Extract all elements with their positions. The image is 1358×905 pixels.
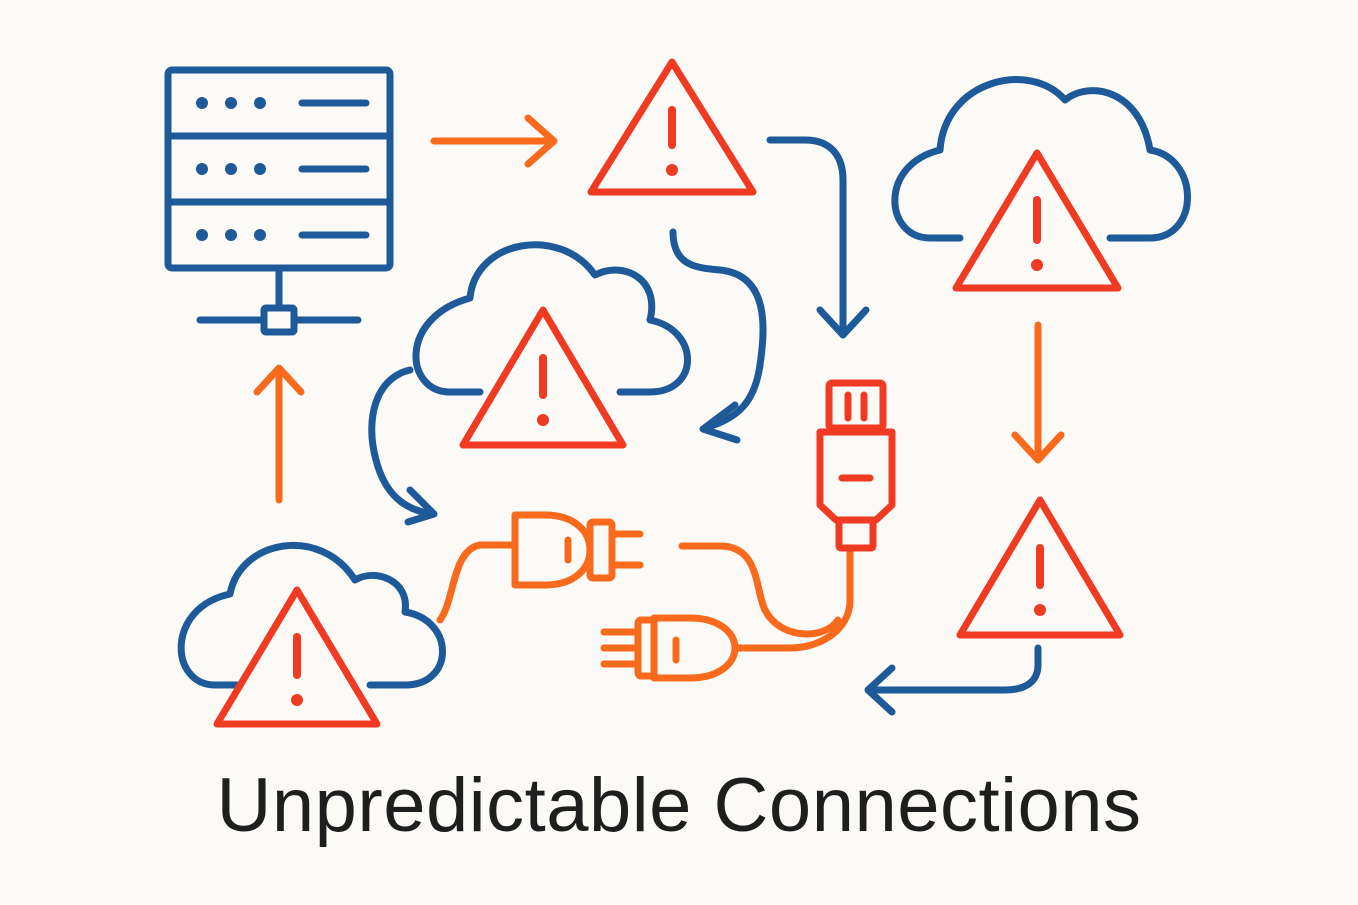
arrow-icon [864, 644, 1042, 716]
arrow-icon [368, 366, 438, 526]
cloud-icon [177, 542, 446, 689]
power-plug-icon [600, 542, 854, 682]
power-plug-icon [436, 511, 644, 624]
arrow-icon [766, 136, 870, 339]
warning-icon [213, 586, 381, 728]
usb-plug-icon [816, 379, 896, 552]
server-icon [164, 66, 394, 336]
warning-icon [587, 58, 757, 196]
cloud-icon [891, 76, 1191, 242]
arrow-icon [669, 228, 767, 444]
warning-icon [956, 496, 1124, 639]
arrow-icon [1011, 321, 1065, 464]
page-title: Unpredictable Connections [216, 763, 1142, 848]
cloud-icon [412, 241, 691, 396]
warning-icon [952, 149, 1122, 292]
warning-icon [459, 306, 627, 449]
arrow-icon [253, 364, 305, 504]
arrow-icon [430, 114, 558, 168]
